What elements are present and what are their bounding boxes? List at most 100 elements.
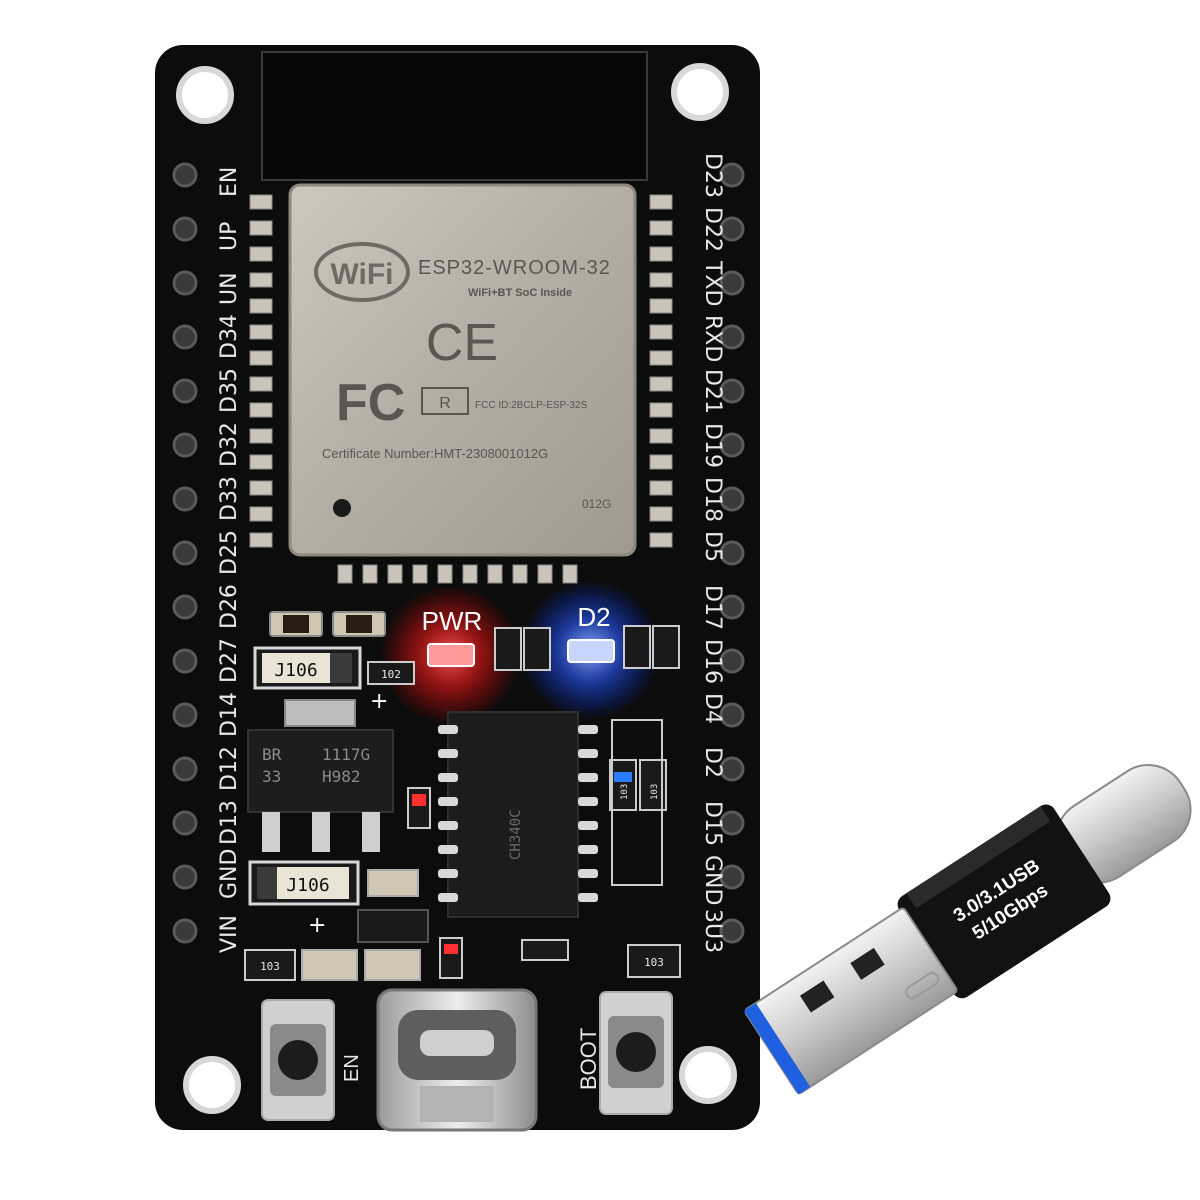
resistor-label: 103 <box>644 956 664 969</box>
module-pad <box>249 324 273 340</box>
capacitor-label: J106 <box>286 875 329 896</box>
module-pad <box>249 220 273 236</box>
header-pin-hole <box>172 324 198 350</box>
module-pad <box>249 506 273 522</box>
module-shield <box>288 183 637 557</box>
chip-leg <box>578 893 598 902</box>
resistor-label: 103 <box>620 784 630 800</box>
pin-label: D22 <box>700 207 725 252</box>
chip-leg <box>438 893 458 902</box>
header-pin-hole <box>172 648 198 674</box>
header-pin-hole <box>719 594 745 620</box>
chip-legs <box>438 725 598 902</box>
right-pin-labels: D23D22TXDRXDD21D19D18D5D17D16D4D2D15GND3… <box>700 153 725 953</box>
boot-button-label: BOOT <box>576 1028 601 1090</box>
header-pin-hole <box>719 486 745 512</box>
module-pad <box>387 564 403 584</box>
pin-label: D27 <box>217 638 242 683</box>
module-code: 012G <box>582 497 611 511</box>
smd-parts-right: 103 103 <box>609 719 667 886</box>
header-pin-hole <box>719 540 745 566</box>
usb-adapter: 3.0/3.1USB 5/10Gbps <box>744 764 1192 1095</box>
smd-resistor <box>623 625 651 669</box>
chip-leg <box>578 845 598 854</box>
pin-label: D32 <box>217 422 242 467</box>
left-pin-labels: ENUPUND34D35D32D33D25D26D27D14D12D13GNDV… <box>217 167 242 953</box>
fcc-id: FCC ID:2BCLP-ESP-32S <box>475 400 588 411</box>
module-pad <box>249 480 273 496</box>
module-pad <box>337 564 353 584</box>
boot-button[interactable] <box>599 991 673 1115</box>
capacitor-plus: + <box>308 913 326 938</box>
capacitor-label: J106 <box>274 660 317 681</box>
en-button-cap[interactable] <box>278 1040 318 1080</box>
pin-label: D13 <box>217 800 242 845</box>
d2-led-label: D2 <box>577 602 610 632</box>
adapter-body <box>897 804 1111 999</box>
module-pad <box>249 272 273 288</box>
module-pad <box>649 532 673 548</box>
module-pad <box>649 376 673 392</box>
module-pad <box>649 402 673 418</box>
smd-resistor <box>367 661 415 685</box>
module-pad <box>362 564 378 584</box>
chip-leg <box>578 821 598 830</box>
pin-label: D25 <box>217 530 242 575</box>
chip-leg <box>438 845 458 854</box>
module-pad <box>249 298 273 314</box>
header-pin-hole <box>172 486 198 512</box>
smd-resistor <box>367 869 419 897</box>
tantalum-capacitor: J106 + <box>248 860 360 938</box>
module-pad <box>649 298 673 314</box>
pin-label: TXD <box>700 260 725 306</box>
pin-label: UN <box>217 272 242 305</box>
header-pin-hole <box>719 918 745 944</box>
tantalum-capacitor: J106 + <box>253 646 388 714</box>
mounting-hole <box>183 1056 241 1114</box>
header-pin-hole <box>719 378 745 404</box>
regulator-text: BR <box>262 745 282 764</box>
smd-resistor <box>652 625 680 669</box>
pin-label: D18 <box>700 477 725 522</box>
header-pin-hole <box>172 810 198 836</box>
pin-label: EN <box>217 167 242 197</box>
header-pin-hole <box>172 756 198 782</box>
usb-c-port[interactable] <box>376 988 538 1132</box>
module-pad <box>649 454 673 470</box>
mounting-hole <box>679 1046 737 1104</box>
r-mark-box <box>421 387 469 415</box>
module-pad <box>249 246 273 262</box>
chip-leg <box>578 725 598 734</box>
pin-label: D12 <box>217 746 242 791</box>
pin-label: GND <box>217 849 242 899</box>
esp32-dev-board: WiFi ESP32-WROOM-32 WiFi+BT SoC Inside C… <box>155 45 760 1132</box>
boot-button-cap[interactable] <box>616 1032 656 1072</box>
module-pad <box>649 194 673 210</box>
module-pad <box>249 376 273 392</box>
pwr-led <box>427 643 475 667</box>
pin-label: UP <box>217 222 242 251</box>
module-pad <box>462 564 478 584</box>
pin-label: D33 <box>217 476 242 521</box>
smd-resistor <box>523 627 551 671</box>
pin-label: D23 <box>700 153 725 198</box>
module-pad <box>649 506 673 522</box>
header-pin-hole <box>719 648 745 674</box>
right-header-holes <box>719 162 745 944</box>
mounting-holes <box>176 63 737 1114</box>
module-pad <box>249 428 273 444</box>
pin-label: VIN <box>217 915 242 953</box>
chip-leg <box>438 797 458 806</box>
resistor-label: 103 <box>650 784 660 800</box>
header-pin-hole <box>719 702 745 728</box>
header-pin-hole <box>172 162 198 188</box>
en-button[interactable] <box>261 999 335 1121</box>
fcc-mark: FC <box>336 374 405 432</box>
chip-leg <box>438 749 458 758</box>
certificate-number: Certificate Number:HMT-2308001012G <box>322 446 548 461</box>
header-pin-hole <box>172 216 198 242</box>
chip-leg <box>578 773 598 782</box>
chip-leg <box>578 749 598 758</box>
ce-mark: CE <box>426 314 498 372</box>
